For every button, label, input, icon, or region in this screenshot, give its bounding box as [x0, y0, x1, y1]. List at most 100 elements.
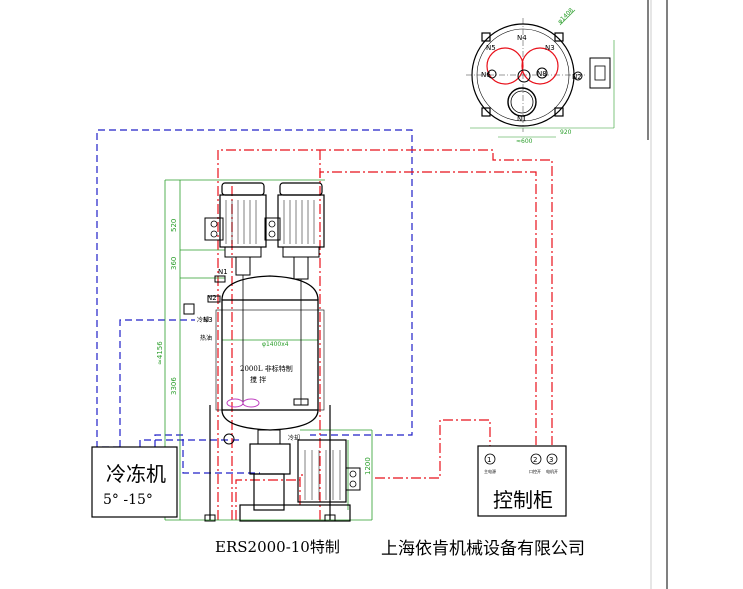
motor-terminal-box: [264, 217, 281, 241]
nozzle-n2-body: [207, 295, 221, 303]
motor-fan-cover: [221, 182, 265, 196]
chiller-box[interactable]: [91, 446, 178, 518]
top-view-leg: [481, 32, 491, 42]
dim-line: [559, 9, 576, 26]
nozzle-n2: N2: [207, 294, 217, 302]
terminal-2[interactable]: [530, 453, 542, 465]
gauge-icon: [223, 433, 235, 445]
motor-coupling: [293, 256, 309, 280]
tank-label: 2000L 非标特制: [240, 364, 293, 373]
top-view-shaft: [517, 69, 531, 83]
power-line-6: [319, 171, 537, 520]
pump-head: [249, 443, 291, 475]
agitator-blade: [226, 398, 244, 408]
pump-valve: [257, 429, 281, 445]
tank-bottom-head: [221, 409, 319, 431]
cooling-line-bottom2: [139, 439, 240, 447]
power-line-7: [375, 419, 491, 479]
motor-fan-cover: [279, 182, 323, 196]
terminal-2-num: 2: [533, 456, 537, 464]
power-line-4: [299, 474, 303, 505]
terminal-3-label: 电机开: [546, 468, 558, 474]
top-view-leg: [481, 107, 491, 117]
control-cabinet[interactable]: 1 2 3 主电源 口控开 电机开: [477, 445, 567, 517]
top-label-n8: N8: [537, 70, 547, 78]
chiller-temp: 5° -15°: [103, 492, 153, 508]
top-view-nozzle-n2: [573, 71, 583, 81]
drawing-title-company: 上海依肯机械设备有限公司: [381, 539, 585, 559]
top-view-motor-left: [486, 47, 524, 85]
nozzle-n1-body: [214, 275, 226, 283]
top-label-n6: N6: [481, 71, 491, 79]
terminal-1-label: 主电源: [484, 468, 496, 474]
top-view-manway: [507, 87, 537, 117]
top-motor-left: [204, 182, 267, 276]
dim-diameter: φ1408: [556, 7, 575, 26]
drawing-title-model: ERS2000-10特制: [215, 538, 340, 556]
top-view-motor-right: [521, 47, 559, 85]
top-label-n3: N3: [545, 44, 555, 52]
top-view-side-box: [589, 57, 611, 89]
tank-diameter: φ1400x4: [262, 341, 289, 348]
dim-1200: 1200: [364, 457, 372, 475]
nozzle-n3-body: [183, 303, 195, 315]
mixing-tank: φ1400x4 2000L 非标特制 搅 拌 冷却 热油 N1 N2 N3: [183, 268, 336, 522]
nozzle-n1: N1: [218, 268, 228, 276]
top-view-nozzle-n6: [487, 69, 497, 79]
motor-terminal: [268, 230, 276, 238]
tank-top-head: [221, 275, 319, 301]
terminal-1-num: 1: [487, 456, 491, 464]
motor-terminal: [349, 480, 357, 488]
terminal-2-label: 口控开: [529, 468, 541, 474]
terminal-3-num: 3: [549, 456, 553, 464]
top-label-n4: N4: [517, 34, 527, 42]
cooling-line-inner: [119, 319, 195, 447]
top-view-leg: [554, 107, 564, 117]
top-label-n1: N1: [517, 115, 527, 123]
top-label-n5: N5: [486, 44, 496, 52]
dim-520: 520: [170, 219, 178, 232]
top-view: 920 ≈600 φ1408 N4 N5 N3 N6 N8 N2 N1: [466, 7, 615, 145]
terminal-1[interactable]: [484, 453, 496, 465]
tank-jacket: [215, 309, 325, 411]
top-view-manway-inner: [510, 90, 534, 114]
top-motor-right: [264, 182, 325, 280]
dim-bottom1: 920: [560, 129, 572, 136]
dim-bottom2: ≈600: [516, 138, 533, 145]
agitator-blade: [242, 398, 260, 408]
motor-terminal: [349, 470, 357, 478]
pump-label: 冷却: [288, 434, 300, 442]
top-label-n2: N2: [572, 73, 582, 81]
motor-terminal: [268, 220, 276, 228]
cooling-lines: [96, 129, 413, 474]
top-view-side-box-inner: [594, 65, 606, 81]
tank-inlet-label: 冷却: [197, 316, 209, 324]
motor-coupling: [235, 256, 251, 276]
terminal-3[interactable]: [546, 453, 558, 465]
dim-4156: ≈4156: [156, 341, 164, 365]
power-line-5: [235, 479, 300, 520]
tank-shell: [221, 299, 319, 411]
dim-360: 360: [170, 257, 178, 270]
pump-base: [253, 473, 285, 511]
cooling-line-bottom: [154, 434, 260, 474]
motor-body: [219, 194, 267, 248]
pump-motor-terminal-box: [345, 467, 361, 491]
motor-terminal-box: [204, 217, 224, 241]
bottom-pump: 冷却: [239, 429, 361, 522]
motor-terminal: [210, 230, 218, 238]
motor-mount: [224, 246, 262, 258]
top-view-leg: [554, 32, 564, 42]
top-view-nozzle-n8: [536, 67, 548, 79]
tank-outlet-label: 热油: [200, 334, 212, 342]
chiller-name: 冷冻机: [106, 462, 166, 486]
dimension-lines: [164, 179, 373, 521]
motor-body: [277, 194, 325, 248]
agitator-disperser: [293, 398, 309, 406]
control-cabinet-name: 控制柜: [493, 488, 553, 512]
pump-frame: [239, 504, 351, 522]
cooling-line-outer: [96, 129, 413, 448]
tank-leg-foot: [204, 514, 216, 522]
tank-sub-label: 搅 拌: [250, 375, 266, 384]
